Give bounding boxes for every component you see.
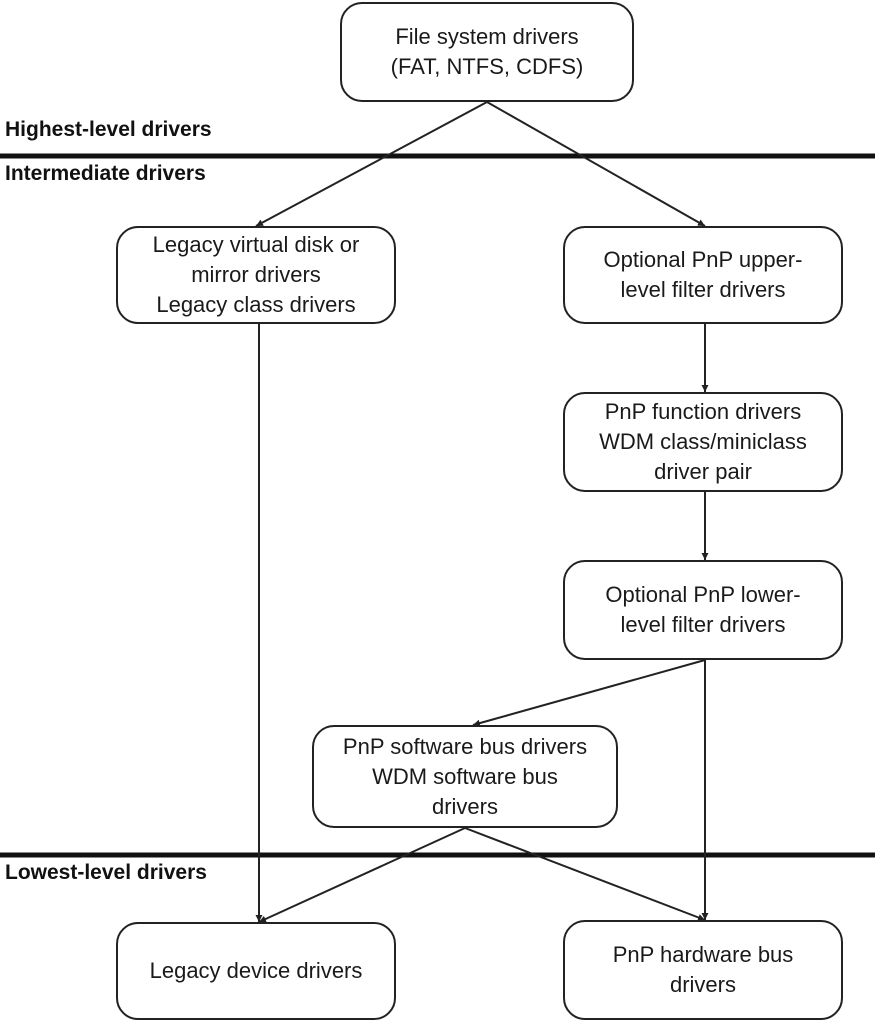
node-pnp-function-drivers: PnP function drivers WDM class/miniclass… [563,392,843,492]
node-text-line: drivers [669,972,736,997]
node-text-line: mirror drivers [191,262,321,287]
node-text-line: level filter drivers [620,277,786,302]
arrow-software-bus-to-legacy-device [258,827,466,923]
node-text-line: Optional PnP upper- [603,247,803,272]
node-text-line: Legacy device drivers [149,958,363,983]
node-text-line: Legacy class drivers [156,292,356,317]
label-highest-level-drivers: Highest-level drivers [5,118,212,141]
arrow-fs-to-upper-filter [486,101,706,227]
node-text-line: WDM software bus [372,763,558,789]
node-text-line: Legacy virtual disk or [152,232,360,257]
arrow-lower-filter-to-software-bus [472,659,706,727]
arrow-software-bus-to-hardware-bus [464,827,706,921]
node-pnp-software-bus-drivers: PnP software bus drivers WDM software bu… [312,725,618,828]
node-text-line: WDM class/miniclass [599,429,807,454]
arrow-fs-to-legacy-virtual [255,101,488,227]
node-file-system-drivers: File system drivers (FAT, NTFS, CDFS) [340,2,634,102]
node-optional-pnp-lower-filter: Optional PnP lower- level filter drivers [563,560,843,660]
node-text-line: drivers [431,793,498,819]
label-lowest-level-drivers: Lowest-level drivers [5,861,207,884]
node-text-line: PnP function drivers [604,399,802,424]
node-text-line: File system drivers [395,24,579,49]
node-text-line: Optional PnP lower- [605,582,801,607]
node-text-line: PnP hardware bus [612,942,794,967]
node-legacy-device-drivers: Legacy device drivers [116,922,396,1020]
node-text-line: level filter drivers [620,612,786,637]
node-text-line: PnP software bus drivers [342,733,588,759]
node-optional-pnp-upper-filter: Optional PnP upper- level filter drivers [563,226,843,324]
node-pnp-hardware-bus-drivers: PnP hardware bus drivers [563,920,843,1020]
node-text-line: driver pair [654,459,752,484]
node-legacy-virtual-disk-drivers: Legacy virtual disk or mirror drivers Le… [116,226,396,324]
label-intermediate-drivers: Intermediate drivers [5,162,206,185]
node-text-line: (FAT, NTFS, CDFS) [390,54,584,79]
